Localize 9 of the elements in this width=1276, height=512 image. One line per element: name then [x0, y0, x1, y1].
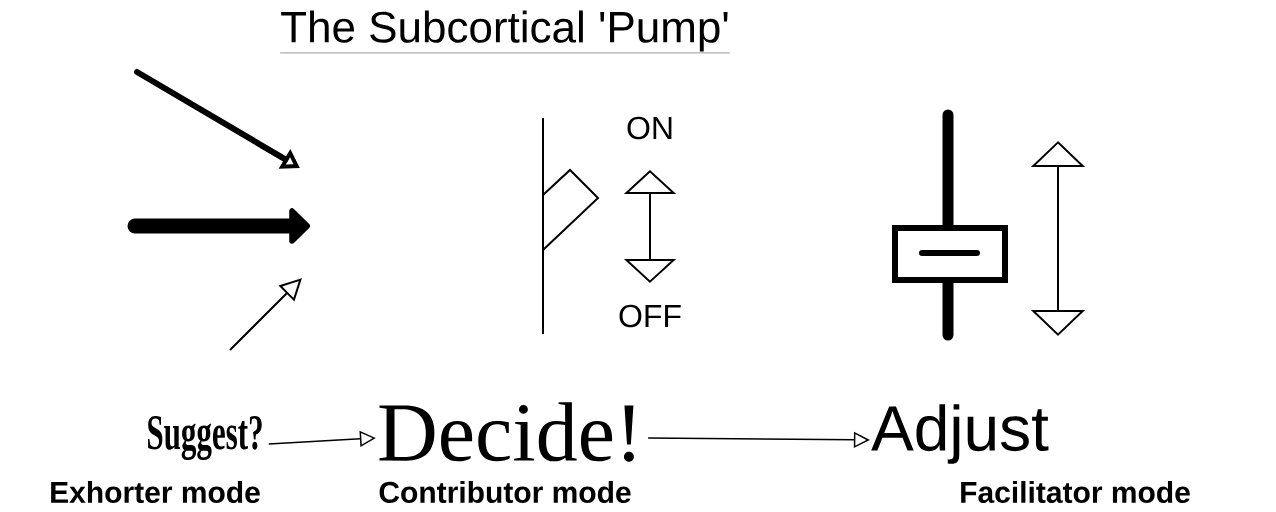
mode-word: Adjust	[871, 404, 1049, 464]
mode-word: Suggest?	[148, 415, 262, 461]
mode-label: Facilitator mode	[961, 481, 1190, 503]
mode-label: Contributor mode	[379, 481, 631, 503]
switch-label: OFF	[619, 304, 681, 328]
mode-label: Exhorter mode	[51, 481, 260, 503]
title: The Subcortical 'Pump'	[279, 10, 731, 54]
switch-label: ON	[627, 116, 672, 140]
mode-word: Decide!	[379, 402, 634, 462]
